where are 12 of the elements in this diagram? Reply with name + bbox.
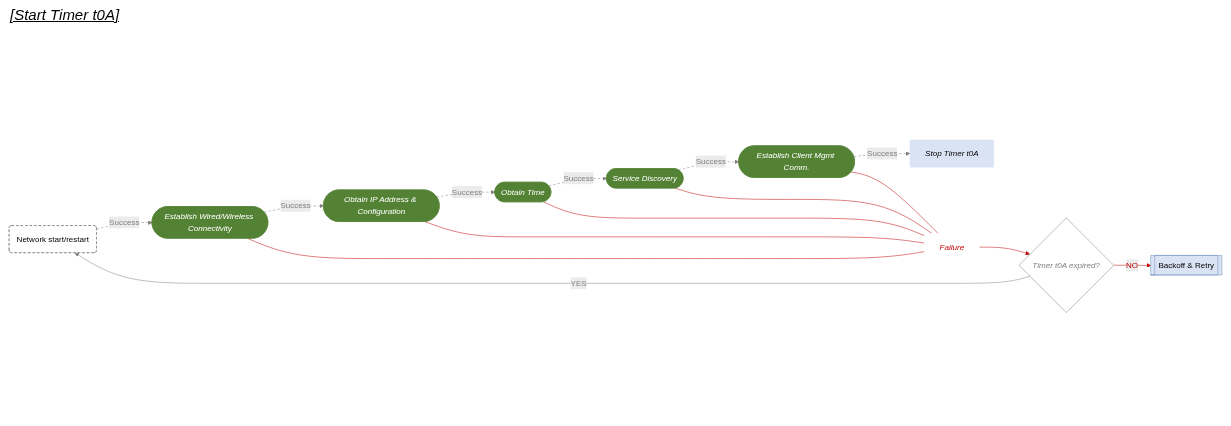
edge-label: Success: [695, 156, 727, 166]
edge-label: Success: [563, 173, 594, 183]
edge-label: Success: [280, 200, 311, 210]
note-text: [Start Timer t0A]: [10, 6, 120, 23]
edge-label: YES: [570, 278, 587, 288]
node-text: Failure: [939, 242, 965, 251]
edge-label: Success: [867, 148, 898, 158]
edge-label: Success: [451, 187, 483, 196]
edge-label: Success: [109, 217, 140, 227]
edge-label: NO: [1126, 260, 1139, 269]
node-box: Stop Timer t0A: [909, 139, 994, 168]
node-diamond: Timer t0A expired?: [1018, 217, 1114, 313]
